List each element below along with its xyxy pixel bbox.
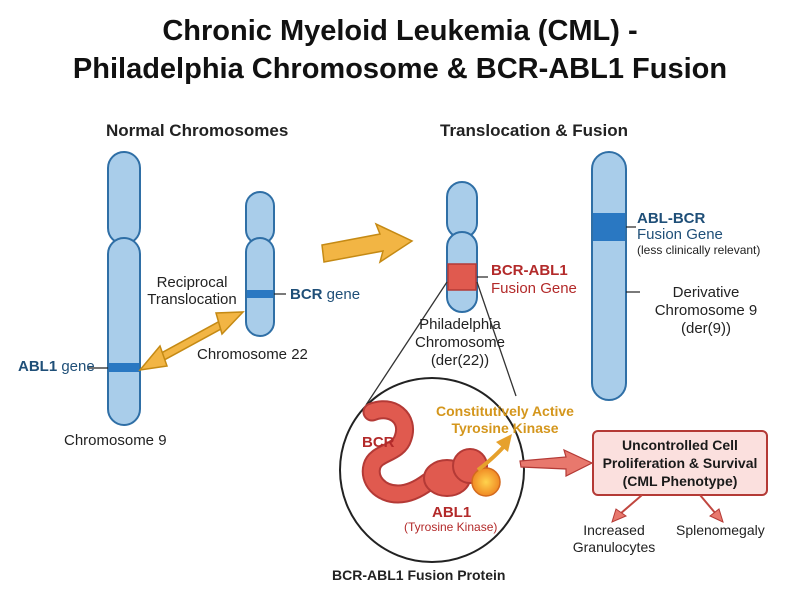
ph-line3: (der(22)): [430, 352, 490, 369]
reciprocal-line2: Translocation: [147, 291, 237, 308]
der9-line3: (der(9)): [680, 320, 731, 337]
active-line1: Constitutively Active: [436, 403, 574, 419]
outcome-box-text: Uncontrolled Cell Proliferation & Surviv…: [593, 436, 767, 490]
ph-line1: Philadelphia: [419, 316, 501, 333]
heading-normal-chromosomes: Normal Chromosomes: [106, 121, 289, 140]
abl1-name: ABL1: [18, 358, 58, 375]
philadelphia-chromosome: [446, 181, 478, 313]
increased-granulocytes-label: Increased Granulocytes: [562, 522, 666, 556]
abl1-gene-label: ABL1 gene: [18, 358, 95, 375]
outcome-line3: (CML Phenotype): [622, 473, 738, 489]
outcome-box: [592, 430, 768, 496]
constitutively-active-label: Constitutively Active Tyrosine Kinase: [428, 403, 582, 437]
der9-line2: Chromosome 9: [654, 302, 758, 319]
outcome-line1: Uncontrolled Cell: [622, 437, 738, 453]
protein-abl1-label: ABL1: [432, 504, 472, 521]
heading-translocation-fusion: Translocation & Fusion: [440, 121, 628, 140]
effect-arrows: [611, 494, 724, 523]
bcr-abl1-label: BCR-ABL1: [491, 262, 568, 279]
bcr-abl1-protein: [361, 400, 501, 504]
reciprocal-translocation-label: Reciprocal Translocation: [142, 274, 242, 308]
bcr-abl1-fusion-band: [447, 263, 477, 291]
zoom-line-right: [476, 281, 517, 397]
chromosome-9-label: Chromosome 9: [64, 432, 167, 449]
der9-line1: Derivative: [672, 284, 740, 301]
zoom-line-left: [365, 281, 448, 406]
fusion-protein-caption: BCR-ABL1 Fusion Protein: [332, 567, 506, 583]
abl-bcr-fusion-band: [593, 213, 625, 241]
abl-bcr-label: ABL-BCR: [637, 210, 706, 227]
reciprocal-arrow: [138, 311, 245, 372]
bcr-band: [247, 290, 273, 298]
protein-zoom-circle: [339, 377, 525, 563]
splenomegaly-label: Splenomegaly: [676, 522, 765, 538]
abl1-suffix: gene: [57, 358, 95, 375]
abl-bcr-note: (less clinically relevant): [637, 243, 761, 257]
derivative-chromosome-9-label: Derivative Chromosome 9 (der(9)): [636, 284, 776, 338]
active-line2: Tyrosine Kinase: [451, 420, 559, 436]
bcr-abl1-fusion-gene-label: Fusion Gene: [491, 280, 577, 297]
chromosome-22-label: Chromosome 22: [197, 346, 308, 363]
philadelphia-chromosome-label: Philadelphia Chromosome (der(22)): [395, 316, 525, 370]
abl-bcr-fusion-gene-label: Fusion Gene: [637, 226, 723, 243]
outcome-line2: Proliferation & Survival: [602, 455, 758, 471]
bcr-gene-label: BCR gene: [290, 286, 360, 303]
effect1-line2: Granulocytes: [572, 539, 656, 555]
page-title-line2: Philadelphia Chromosome & BCR-ABL1 Fusio…: [72, 53, 728, 85]
chromosome-9: [107, 151, 141, 426]
translocation-arrow: [321, 222, 414, 264]
reciprocal-line1: Reciprocal: [156, 274, 228, 291]
page-title-line1: Chronic Myeloid Leukemia (CML) -: [162, 15, 638, 47]
kinase-site: [471, 467, 501, 497]
bcr-name: BCR: [290, 286, 323, 303]
effect1-line1: Increased: [583, 522, 645, 538]
tyrosine-kinase-note: (Tyrosine Kinase): [404, 520, 498, 534]
ph-line2: Chromosome: [414, 334, 506, 351]
protein-bcr-label: BCR: [362, 434, 395, 451]
bcr-suffix: gene: [322, 286, 361, 303]
chromosome-22: [245, 191, 275, 337]
derivative-chromosome-9: [591, 151, 627, 401]
abl1-band: [109, 363, 139, 372]
outcome-arrow: [519, 448, 594, 477]
